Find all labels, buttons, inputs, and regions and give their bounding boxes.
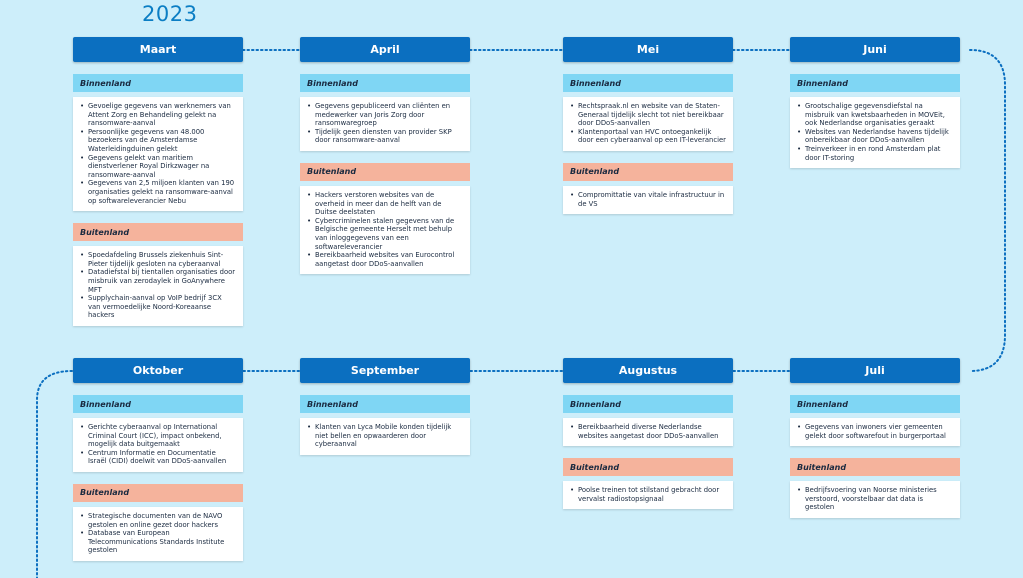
month-header: Mei (563, 37, 733, 62)
month-column-september: SeptemberBinnenlandKlanten van Lyca Mobi… (300, 358, 470, 455)
incident-item: Supplychain-aanval op VoIP bedrijf 3CX v… (80, 294, 236, 320)
incident-item: Bereikbaarheid websites van Eurocontrol … (307, 251, 463, 268)
incident-item: Treinverkeer in en rond Amsterdam plat d… (797, 145, 953, 162)
incident-item: Gerichte cyberaanval op International Cr… (80, 423, 236, 449)
binnenland-header: Binnenland (73, 74, 243, 92)
incident-item: Poolse treinen tot stilstand gebracht do… (570, 486, 726, 503)
buitenland-header: Buitenland (73, 483, 243, 502)
buitenland-list: Hackers verstoren websites van de overhe… (300, 185, 470, 275)
incident-item: Gegevens van 2,5 miljoen klanten van 190… (80, 179, 236, 205)
buitenland-list: Poolse treinen tot stilstand gebracht do… (563, 481, 733, 510)
connector-juni-juli (969, 49, 1006, 372)
buitenland-header: Buitenland (790, 458, 960, 477)
incident-item: Datadiefstal bij tientallen organisaties… (80, 268, 236, 294)
connector-oktober-continue (36, 370, 73, 578)
incident-item: Gegevens gepubliceerd van cliënten en me… (307, 102, 463, 128)
buitenland-header: Buitenland (300, 162, 470, 181)
binnenland-header: Binnenland (563, 395, 733, 413)
buitenland-list: Compromittatie van vitale infrastructuur… (563, 185, 733, 215)
incident-item: Spoedafdeling Brussels ziekenhuis Sint-P… (80, 251, 236, 268)
binnenland-list: Gegevens van inwoners vier gemeenten gel… (790, 418, 960, 447)
binnenland-list: Gerichte cyberaanval op International Cr… (73, 418, 243, 472)
buitenland-list: Bedrijfsvoering van Noorse ministeries v… (790, 481, 960, 518)
incident-item: Gegevens gelekt van maritiem dienstverle… (80, 154, 236, 180)
month-column-april: AprilBinnenlandGegevens gepubliceerd van… (300, 37, 470, 275)
binnenland-list: Rechtspraak.nl en website van de Staten-… (563, 97, 733, 151)
month-column-augustus: AugustusBinnenlandBereikbaarheid diverse… (563, 358, 733, 510)
binnenland-list: Grootschalige gegevensdiefstal na misbru… (790, 97, 960, 169)
month-header: April (300, 37, 470, 62)
incident-item: Klanten van Lyca Mobile konden tijdelijk… (307, 423, 463, 449)
binnenland-header: Binnenland (73, 395, 243, 413)
buitenland-header: Buitenland (563, 458, 733, 477)
year-title: 2023 (142, 2, 198, 26)
month-column-juni: JuniBinnenlandGrootschalige gegevensdief… (790, 37, 960, 169)
incident-item: Persoonlijke gegevens van 48.000 bezoeke… (80, 128, 236, 154)
incident-item: Database van European Telecommunications… (80, 529, 236, 555)
incident-item: Tijdelijk geen diensten van provider SKP… (307, 128, 463, 145)
incident-item: Rechtspraak.nl en website van de Staten-… (570, 102, 726, 128)
binnenland-list: Bereikbaarheid diverse Nederlandse websi… (563, 418, 733, 447)
incident-item: Hackers verstoren websites van de overhe… (307, 191, 463, 217)
incident-item: Cybercriminelen stalen gegevens van de B… (307, 217, 463, 251)
buitenland-header: Buitenland (563, 162, 733, 181)
buitenland-header: Buitenland (73, 223, 243, 242)
binnenland-list: Klanten van Lyca Mobile konden tijdelijk… (300, 418, 470, 455)
incident-item: Grootschalige gegevensdiefstal na misbru… (797, 102, 953, 128)
incident-item: Gegevens van inwoners vier gemeenten gel… (797, 423, 953, 440)
month-column-mei: MeiBinnenlandRechtspraak.nl en website v… (563, 37, 733, 215)
month-header: Juni (790, 37, 960, 62)
incident-item: Websites van Nederlandse havens tijdelij… (797, 128, 953, 145)
month-header: Augustus (563, 358, 733, 383)
month-column-maart: MaartBinnenlandGevoelige gegevens van we… (73, 37, 243, 326)
incident-item: Klantenportaal van HVC ontoegankelijk do… (570, 128, 726, 145)
incident-item: Bedrijfsvoering van Noorse ministeries v… (797, 486, 953, 512)
binnenland-header: Binnenland (563, 74, 733, 92)
binnenland-list: Gegevens gepubliceerd van cliënten en me… (300, 97, 470, 151)
month-header: Maart (73, 37, 243, 62)
binnenland-header: Binnenland (300, 74, 470, 92)
binnenland-list: Gevoelige gegevens van werknemers van At… (73, 97, 243, 212)
month-header: September (300, 358, 470, 383)
incident-item: Bereikbaarheid diverse Nederlandse websi… (570, 423, 726, 440)
incident-item: Centrum Informatie en Documentatie Israë… (80, 449, 236, 466)
binnenland-header: Binnenland (790, 74, 960, 92)
buitenland-list: Strategische documenten van de NAVO gest… (73, 506, 243, 561)
month-header: Juli (790, 358, 960, 383)
binnenland-header: Binnenland (300, 395, 470, 413)
month-column-juli: JuliBinnenlandGegevens van inwoners vier… (790, 358, 960, 518)
month-header: Oktober (73, 358, 243, 383)
incident-item: Strategische documenten van de NAVO gest… (80, 512, 236, 529)
binnenland-header: Binnenland (790, 395, 960, 413)
buitenland-list: Spoedafdeling Brussels ziekenhuis Sint-P… (73, 246, 243, 326)
incident-item: Compromittatie van vitale infrastructuur… (570, 191, 726, 208)
month-column-oktober: OktoberBinnenlandGerichte cyberaanval op… (73, 358, 243, 561)
incident-item: Gevoelige gegevens van werknemers van At… (80, 102, 236, 128)
